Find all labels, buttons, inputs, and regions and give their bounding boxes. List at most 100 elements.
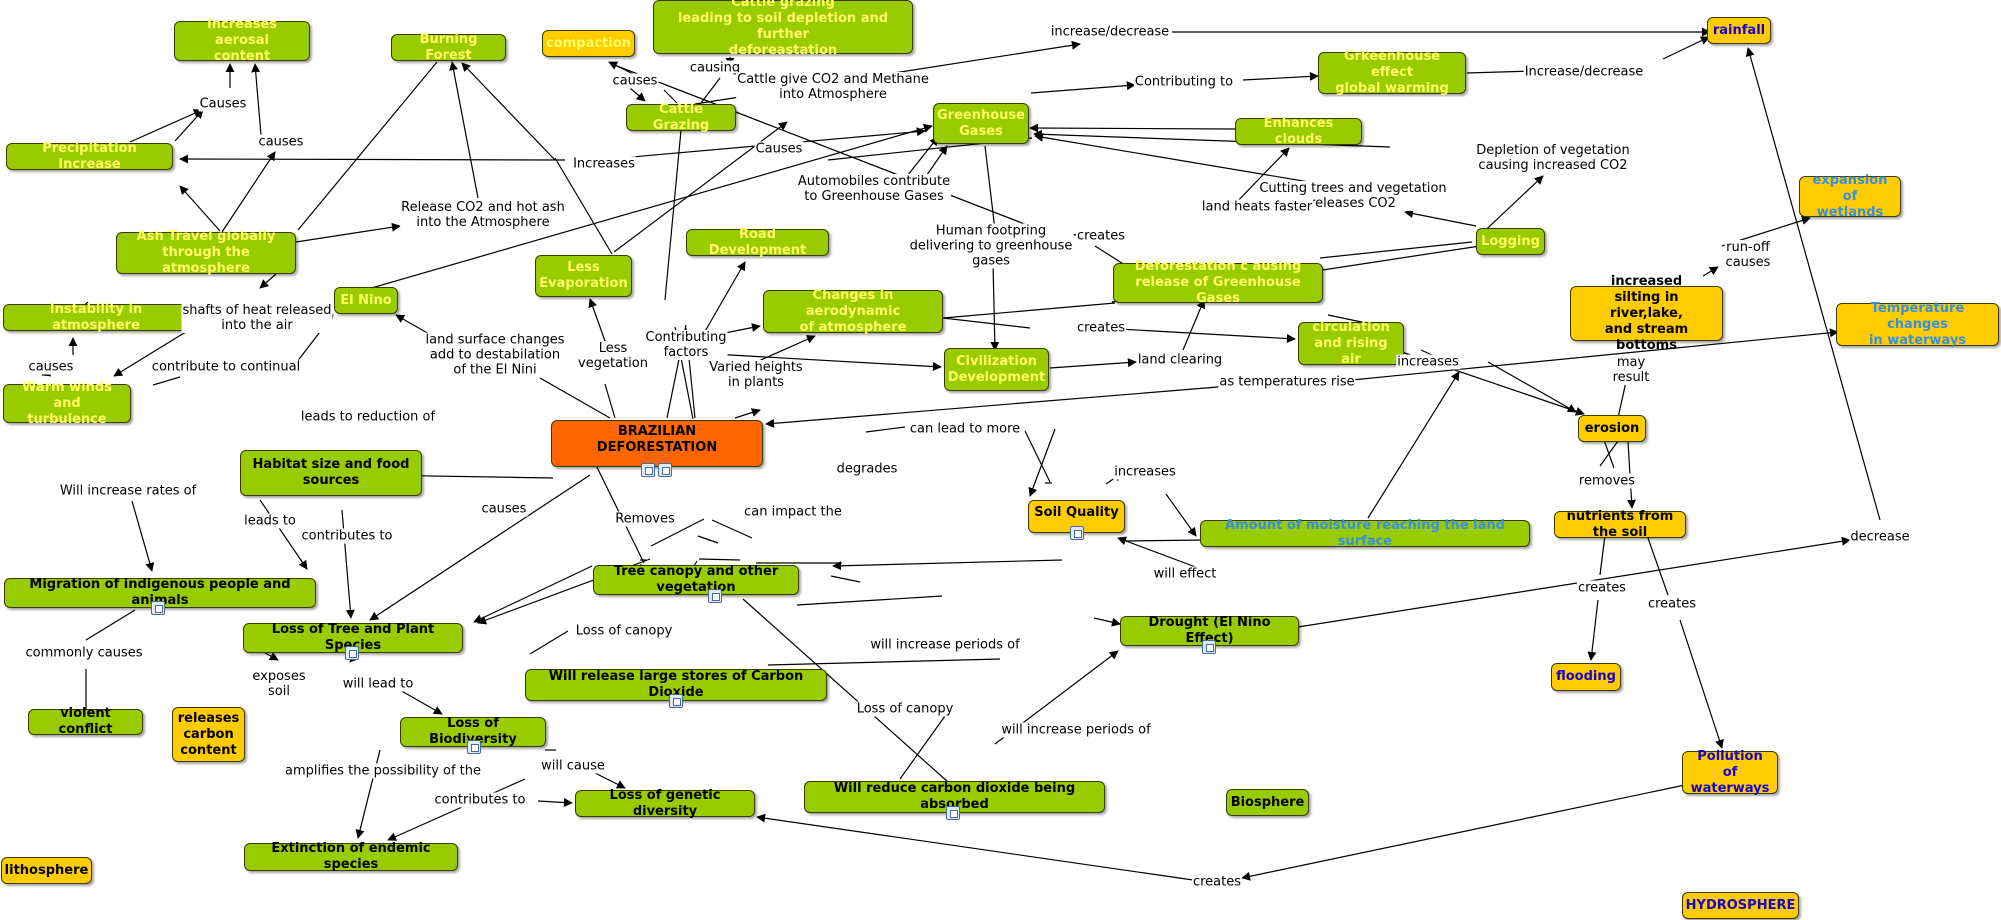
erosion-node[interactable]: erosion (1578, 415, 1646, 442)
flooding-node[interactable]: flooding (1551, 663, 1621, 691)
resource-document-icon[interactable] (151, 601, 165, 615)
resource-document-icon[interactable] (467, 740, 481, 754)
extinction-endemic-species-node[interactable]: Extinction of endemic species (244, 841, 458, 872)
increases-aerosal-content-node[interactable]: Increases aerosal content (174, 17, 310, 64)
circulation-rising-air-node[interactable]: circulation and rising air (1298, 320, 1404, 367)
link-label: shafts of heat released into the air (181, 303, 333, 333)
link-label: Will increase rates of (58, 483, 198, 499)
link-label: will cause (540, 758, 606, 774)
link-label: as temperatures rise (1218, 374, 1356, 390)
migration-node[interactable]: Migration of indigenous people and anima… (4, 577, 316, 608)
logging-node[interactable]: Logging (1476, 228, 1545, 255)
loss-of-genetic-diversity-node[interactable]: Loss of genetic diversity (575, 788, 755, 819)
link-label: land surface changes add to destabilatio… (424, 332, 566, 378)
link-label: can impact the (743, 504, 843, 520)
link-label: causes (611, 73, 659, 89)
instability-in-atmosphere-node[interactable]: Instability in atmosphere (3, 302, 189, 333)
link-label: Cattle give CO2 and Methane into Atmosph… (736, 72, 930, 102)
link-label: degrades (835, 461, 899, 477)
deforestation-causing-node[interactable]: Deforestation c ausing release of Greenh… (1113, 259, 1323, 306)
link-label: Loss of canopy (574, 623, 674, 639)
link-label: creates (1576, 580, 1628, 596)
cattle-grazing-node[interactable]: Cattle Grazing (626, 102, 736, 133)
link-label: contributes to (433, 792, 527, 808)
changes-in-aerodynamic-node[interactable]: Changes in aerodynamic of atmosphere (763, 288, 943, 335)
link-label: will effect (1152, 566, 1218, 582)
soil-quality-node[interactable]: Soil Quality (1028, 500, 1125, 533)
link-label: land heats faster (1200, 199, 1314, 215)
resource-document-icon[interactable] (708, 589, 722, 603)
link-label: removes (1577, 473, 1637, 489)
link-label: Automobiles contribute to Greenhouse Gas… (796, 174, 952, 204)
ash-travel-node[interactable]: Ash Travel globally through the atmosphe… (116, 229, 296, 276)
link-label: will increase periods of (869, 637, 1021, 653)
compaction-node[interactable]: compaction (542, 30, 635, 57)
link-label: Increases (572, 156, 636, 172)
link-label: Contributing to (1133, 74, 1235, 90)
link-label: Human footpring delivering to greenhouse… (908, 223, 1074, 269)
link-label: will increase periods of (1000, 722, 1152, 738)
link-label: amplifies the possibility of the (283, 763, 483, 779)
temperature-changes-node[interactable]: Temperature changes in waterways (1836, 301, 1999, 348)
road-development-node[interactable]: Road Development (686, 227, 829, 258)
el-nino-node[interactable]: El Nino (334, 287, 398, 314)
enhances-clouds-node[interactable]: Enhances clouds (1235, 116, 1362, 147)
precipitation-increase-node[interactable]: Precipitation Increase (6, 141, 173, 172)
lithosphere-node[interactable]: lithosphere (1, 857, 92, 884)
expansion-of-wetlands-node[interactable]: expansion of wetlands (1799, 173, 1901, 220)
link-label: increases (1396, 354, 1460, 370)
burning-forest-node[interactable]: Burning Forest (391, 32, 506, 63)
link-label: causes (27, 359, 75, 375)
rainfall-node[interactable]: rainfall (1707, 17, 1771, 44)
pollution-of-waterways-node[interactable]: Pollution of waterways (1682, 749, 1778, 796)
tree-canopy-node[interactable]: Tree canopy and other vegetation (593, 564, 799, 595)
link-label: Contributing factors (644, 330, 728, 360)
link-label: Increase/decrease (1523, 64, 1645, 80)
link-label: causing (688, 60, 742, 76)
link-label: exposes soil (251, 669, 307, 699)
violent-conflict-node[interactable]: violent conflict (28, 706, 143, 737)
warm-winds-turbulence-node[interactable]: Warm winds and turbulence (3, 380, 131, 427)
biosphere-node[interactable]: Biosphere (1226, 789, 1309, 816)
resource-document-icon[interactable] (946, 806, 960, 820)
increased-silting-node[interactable]: increased silting in river,lake, and str… (1570, 274, 1723, 353)
hydrosphere-node[interactable]: HYDROSPHERE (1682, 892, 1799, 919)
link-label: run-off causes (1724, 240, 1772, 270)
resource-document-icon[interactable] (345, 646, 359, 660)
resource-image-icon[interactable] (641, 463, 655, 477)
nutrients-from-soil-node[interactable]: nutrients from the soil (1554, 509, 1686, 540)
brazilian-deforestation-node[interactable]: BRAZILIAN DEFORESTATION (551, 420, 763, 467)
link-label: Cutting trees and vegetation releases CO… (1258, 181, 1448, 211)
link-label: creates (1075, 228, 1127, 244)
habitat-food-sources-node[interactable]: Habitat size and food sources (240, 450, 422, 496)
link-label: causes (480, 501, 528, 517)
cattle-grazing-leading-node[interactable]: Cattle grazing leading to soil depletion… (653, 0, 913, 58)
loss-of-biodiversity-node[interactable]: Loss of Biodiversity (400, 716, 546, 747)
link-label: Loss of canopy (855, 701, 955, 717)
link-label: increase/decrease (1049, 24, 1171, 40)
amount-of-moisture-node[interactable]: Amount of moisture reaching the land sur… (1200, 518, 1530, 549)
link-label: Less vegetation (577, 341, 649, 371)
greenhouse-gases-node[interactable]: Greenhouse Gases (933, 103, 1029, 144)
resource-document-icon[interactable] (658, 463, 672, 477)
resource-document-icon[interactable] (1070, 526, 1084, 540)
link-label: Causes (754, 141, 804, 157)
less-evaporation-node[interactable]: Less Evaporation (535, 255, 632, 297)
link-label: Depletion of vegetation causing increase… (1475, 143, 1631, 173)
civilization-development-node[interactable]: Civilization Development (944, 348, 1049, 391)
link-label: contributes to (300, 528, 394, 544)
resource-document-icon[interactable] (669, 694, 683, 708)
link-label: Removes (614, 511, 676, 527)
link-label: Varied heights in plants (708, 360, 804, 390)
resource-document-icon[interactable] (1202, 640, 1216, 654)
link-label: contribute to continual (150, 359, 302, 375)
link-label: creates (1191, 874, 1243, 890)
link-label: creates (1075, 320, 1127, 336)
greenhouse-effect-node[interactable]: Grkeenhouse effect global warming (1318, 49, 1466, 96)
link-label: Release CO2 and hot ash into the Atmosph… (400, 200, 566, 230)
link-label: Causes (198, 96, 248, 112)
link-label: may result (1611, 355, 1651, 385)
link-label: decrease (1849, 529, 1911, 545)
link-label: causes (257, 134, 305, 150)
releases-carbon-content-node[interactable]: releases carbon content (172, 707, 245, 762)
